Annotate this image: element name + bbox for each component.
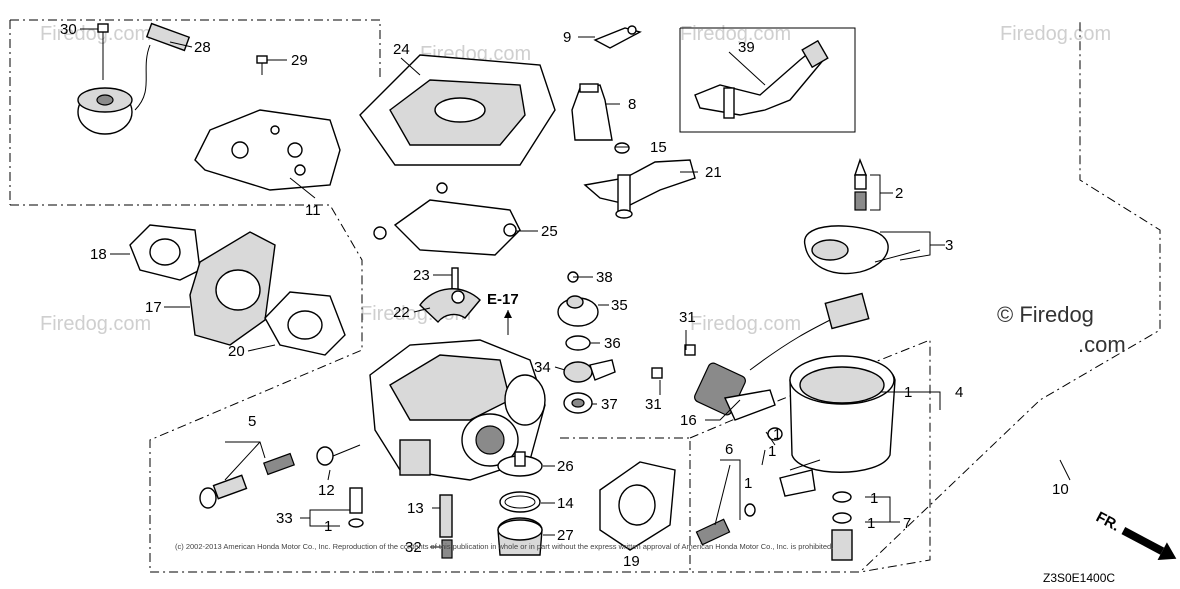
leader-lines: [80, 28, 1071, 548]
part-37-bearing: [563, 392, 593, 414]
part-11-plate: [194, 109, 341, 191]
part-35-diaphragm: [557, 295, 599, 327]
watermark-faint: Firedog.com: [40, 313, 151, 335]
callout-23: 23: [413, 267, 430, 284]
part-6-drain-screw: [695, 503, 756, 546]
part-19-gasket: [599, 461, 676, 551]
watermark-faint: Firedog.com: [40, 23, 151, 45]
reference-arrow: [504, 310, 512, 335]
callout-6: 6: [725, 441, 733, 458]
callout-13: 13: [407, 500, 424, 517]
callout-1: 1: [744, 475, 752, 492]
part-15-washer: [614, 142, 630, 154]
part-32-jet: [441, 539, 453, 559]
part-4-float-bowl: [779, 355, 896, 497]
part-30-screw: [97, 23, 109, 80]
callout-31: 31: [679, 309, 696, 326]
callout-1: 1: [867, 515, 875, 532]
callout-20: 20: [228, 343, 245, 360]
part-17-insulator: [189, 231, 276, 346]
part-39-bracket: [694, 39, 829, 119]
callout-10: 10: [1052, 481, 1069, 498]
part-3-float: [804, 225, 921, 275]
drawing-code: Z3S0E1400C: [1043, 571, 1115, 585]
callout-labels: 30 28 29 11 24 9 8 15 21 25 39 2 3 18 17…: [60, 21, 1069, 570]
callout-1: 1: [768, 443, 776, 460]
carburetor-body: [369, 339, 546, 481]
part-21-choke-lever: [583, 159, 696, 219]
callout-22: 22: [393, 304, 410, 321]
part-7-drain-bolt: [831, 491, 853, 561]
part-29-screw: [256, 55, 268, 75]
part-2-needle: [854, 157, 868, 211]
watermark-domain-line: .com: [1078, 332, 1126, 357]
part-14-o-ring: [499, 491, 541, 513]
callout-39: 39: [738, 39, 755, 56]
callout-3: 3: [945, 237, 953, 254]
callout-38: 38: [596, 269, 613, 286]
callout-34: 34: [534, 359, 551, 376]
callout-31: 31: [645, 396, 662, 413]
part-33-jet: [348, 487, 364, 528]
callout-29: 29: [291, 52, 308, 69]
part-22-gear: [419, 288, 481, 324]
watermark: © Firedog: [997, 302, 1094, 327]
motor-unit: [77, 87, 133, 135]
callout-1: 1: [870, 490, 878, 507]
callout-2: 2: [895, 185, 903, 202]
watermark-faint: Firedog.com: [680, 23, 791, 45]
callout-33: 33: [276, 510, 293, 527]
callout-35: 35: [611, 297, 628, 314]
callout-1: 1: [773, 426, 781, 443]
part-25-gasket: [373, 182, 521, 256]
callout-1: 1: [904, 384, 912, 401]
callout-16: 16: [680, 412, 697, 429]
part-31-screws: [651, 344, 696, 379]
part-18-gasket: [129, 224, 201, 281]
part-12-screw: [316, 444, 361, 466]
callout-25: 25: [541, 223, 558, 240]
callout-26: 26: [557, 458, 574, 475]
callout-21: 21: [705, 164, 722, 181]
part-13-main-jet: [439, 494, 453, 538]
callout-15: 15: [650, 139, 667, 156]
part-20-gasket: [264, 291, 346, 356]
copyright-notice: (c) 2002-2013 American Honda Motor Co., …: [175, 542, 833, 551]
callout-5: 5: [248, 413, 256, 430]
callout-8: 8: [628, 96, 636, 113]
callout-19: 19: [623, 553, 640, 570]
callout-4: 4: [955, 384, 963, 401]
watermark-faint: Firedog.com: [1000, 23, 1111, 45]
callout-27: 27: [557, 527, 574, 544]
callout-9: 9: [563, 29, 571, 46]
callout-12: 12: [318, 482, 335, 499]
callout-24: 24: [393, 41, 410, 58]
part-34-lever: [563, 359, 616, 383]
reference-label: E-17: [487, 291, 519, 308]
part-9-lever: [593, 25, 642, 49]
part-24-float-chamber-cover: [359, 54, 556, 166]
part-23-pin: [451, 267, 459, 291]
direction-label: FR.: [1093, 509, 1122, 535]
part-27-cup: [497, 517, 543, 556]
callout-14: 14: [557, 495, 574, 512]
callout-1: 1: [324, 518, 332, 535]
callout-36: 36: [604, 335, 621, 352]
callout-32: 32: [405, 539, 422, 556]
watermark-faint: Firedog.com: [690, 313, 801, 335]
callout-17: 17: [145, 299, 162, 316]
part-16-solenoid: [694, 292, 870, 441]
callout-11: 11: [305, 202, 321, 219]
callout-28: 28: [194, 39, 211, 56]
callout-18: 18: [90, 246, 107, 263]
part-5-pilot-screw: [199, 452, 295, 509]
callout-7: 7: [903, 515, 911, 532]
front-direction-arrow: FR.: [1093, 509, 1177, 561]
part-26-valve: [497, 451, 543, 477]
part-8-cover: [571, 83, 613, 141]
part-36-spring: [565, 335, 591, 351]
callout-30: 30: [60, 21, 77, 38]
callout-37: 37: [601, 396, 618, 413]
